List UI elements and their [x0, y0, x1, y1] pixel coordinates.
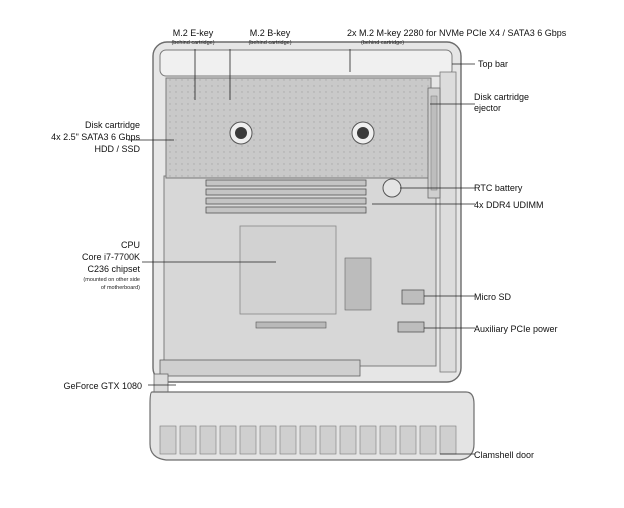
- label-ddr4: 4x DDR4 UDIMM: [474, 200, 544, 210]
- door-vent-fins: [159, 425, 457, 455]
- label-m2-mkey-sub: (behind cartridge): [361, 40, 405, 46]
- leader-lines: [128, 49, 475, 455]
- label-gpu: GeForce GTX 1080: [63, 381, 142, 391]
- label-clamshell-door: Clamshell door: [474, 450, 535, 460]
- label-m2-ekey: M.2 E-key: [172, 28, 214, 38]
- label-cpu-line3: C236 chipset: [87, 264, 140, 274]
- dimm-slots: [205, 179, 367, 214]
- label-m2-ekey-sub: (behind cartridge): [171, 40, 215, 46]
- label-cpu-line2: Core i7-7700K: [81, 252, 140, 262]
- gpu-card: [159, 359, 361, 377]
- label-aux-pcie: Auxiliary PCIe power: [474, 324, 558, 334]
- label-disk-cartridge-line2: 4x 2.5" SATA3 6 Gbps: [51, 132, 140, 142]
- label-rtc-battery: RTC battery: [474, 183, 523, 193]
- label-m2-bkey-sub: (behind cartridge): [248, 40, 292, 46]
- label-cpu-line1: CPU: [120, 240, 140, 250]
- thumbscrew-right: [351, 121, 375, 145]
- disk-cartridge: [165, 77, 432, 179]
- label-disk-cartridge-line1: Disk cartridge: [84, 120, 140, 130]
- label-microsd: Micro SD: [474, 292, 512, 302]
- label-m2-mkey: 2x M.2 M-key 2280 for NVMe PCIe X4 / SAT…: [347, 28, 567, 38]
- microsd-slot: [401, 289, 425, 305]
- label-disk-ejector-line1: Disk cartridge: [474, 92, 530, 102]
- rtc-battery-cell: [382, 178, 402, 198]
- label-cpu-sub2: of motherboard): [100, 285, 140, 291]
- label-disk-cartridge-line3: HDD / SSD: [94, 144, 140, 154]
- cpu-area: [239, 225, 337, 315]
- label-cpu-sub1: (mounted on other side: [83, 277, 140, 283]
- thumbscrew-left: [229, 121, 253, 145]
- label-disk-ejector-line2: ejector: [474, 103, 502, 113]
- chassis-right-wall: [439, 71, 457, 373]
- label-m2-bkey: M.2 B-key: [249, 28, 291, 38]
- label-top-bar: Top bar: [478, 59, 509, 69]
- top-bar: [159, 49, 453, 77]
